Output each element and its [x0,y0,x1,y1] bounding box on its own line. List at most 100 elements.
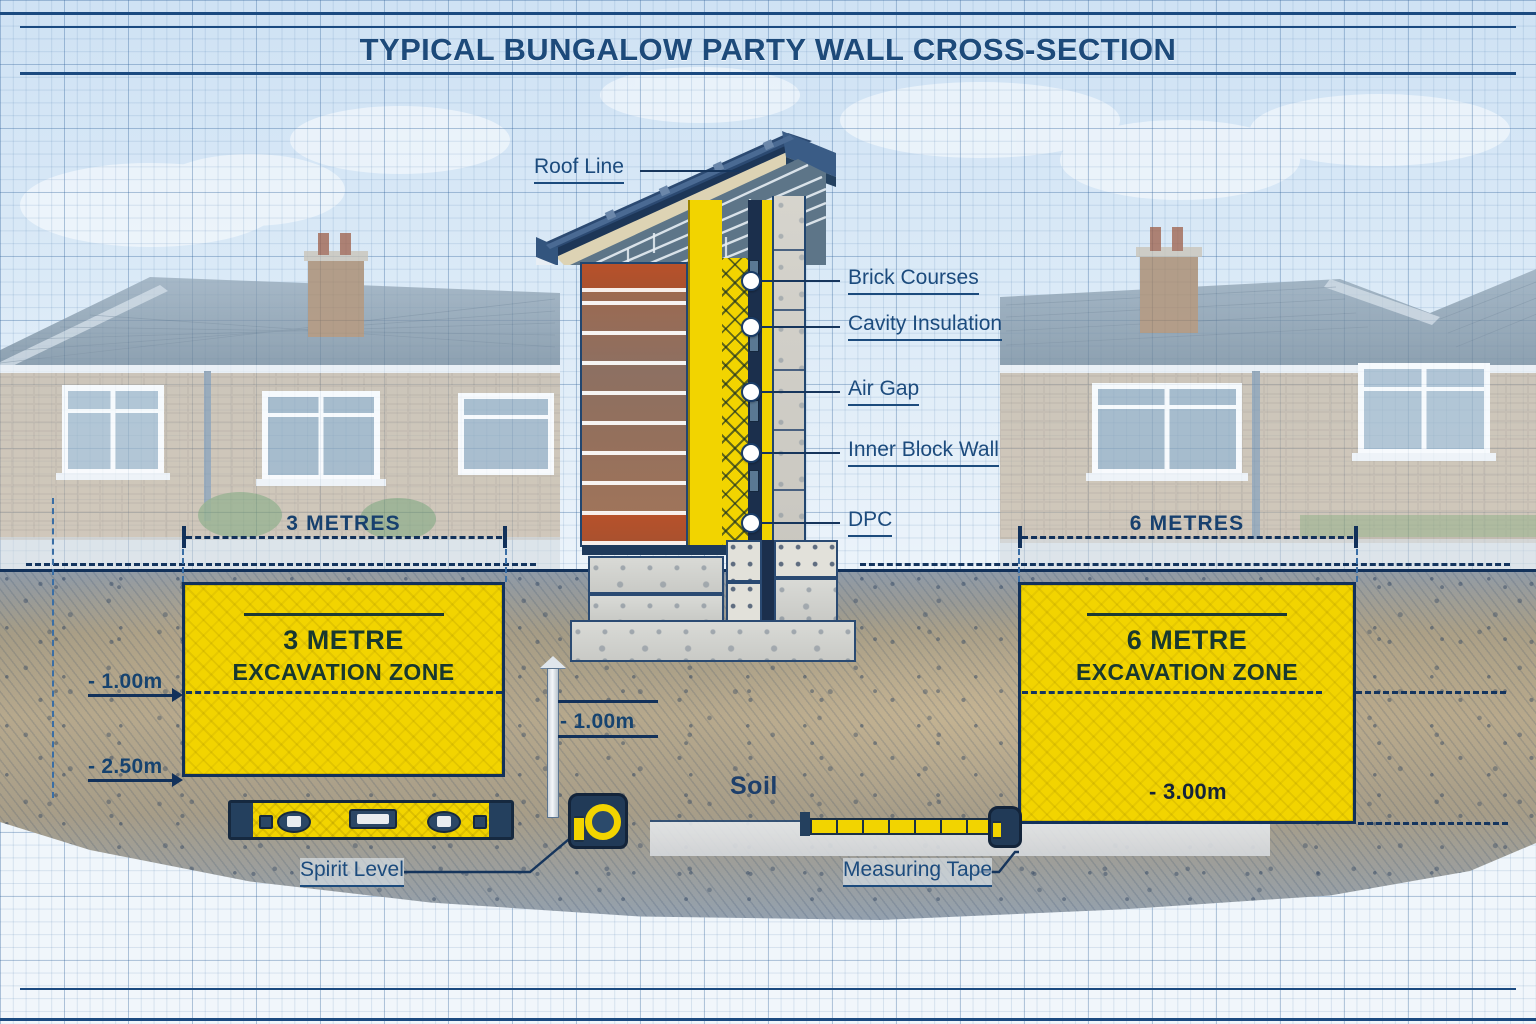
left-depth-label-1.00m: - 1.00m [88,670,163,693]
left-depth-label-2.50m: - 2.50m [88,755,163,778]
left-zone-caption: 3 METRE EXCAVATION ZONE [185,613,502,686]
spirit-level-vial-centre-glass [357,814,389,824]
callout-line-cavity-insulation [760,326,840,328]
brick-course-band-top [582,264,686,292]
measuring-tape-case[interactable] [988,806,1022,848]
callout-label-inner-block-wall: Inner Block Wall [848,438,999,467]
page-title: TYPICAL BUNGALOW PARTY WALL CROSS-SECTIO… [359,32,1177,67]
wall-tie [749,470,759,492]
right-zone-bottom-datum [1358,822,1508,825]
callout-line-brick-courses [760,280,840,282]
left-depth-arrow-1.00m [172,688,183,702]
spirit-level-label: Spirit Level [300,858,404,887]
callout-label-brick-courses: Brick Courses [848,266,979,295]
spirit-level[interactable] [228,800,514,840]
left-depth-tick-1.00m [88,694,180,697]
right-zone-title: 6 METRE [1126,625,1248,655]
measuring-tape-label: Measuring Tape [843,858,993,887]
measuring-tape-case-slot [993,821,1001,839]
centre-depth-tick [558,700,658,703]
inner-block-wall-layer [772,196,806,551]
callout-line-air-gap [760,391,840,393]
callout-dot-cavity-insulation [741,317,761,337]
border-bottom-inner [20,988,1516,990]
left-zone-subtitle: EXCAVATION ZONE [232,659,455,685]
callout-line-inner-block-wall [760,452,840,454]
concrete-footing [570,620,856,662]
right-zone-rule [1087,613,1287,616]
outer-brick-leaf [580,262,688,547]
left-dimension-bar [186,536,502,539]
right-zone-depth-split [1022,691,1322,694]
foundation-dotblock-lower [726,582,762,622]
border-bottom-outer [0,1018,1536,1021]
cavity-insulation-layer [688,200,722,547]
extension-line-far-left [52,498,54,798]
left-dimension-cap-start [182,526,186,548]
left-depth-tick-2.50m [88,779,180,782]
tape-measure-reel [585,804,621,840]
ground-datum-dashed-right [860,563,1510,566]
spirit-level-end-cap-right [489,803,511,837]
foundation-block-left-lower [588,594,724,622]
extension-line-right-b [1356,540,1358,582]
brick-course-band-bottom [582,512,686,545]
ground-datum-dashed-left [26,563,536,566]
left-depth-arrow-2.50m [172,773,183,787]
right-dimension-cap-end [1354,526,1358,548]
extension-line-left-a [182,540,184,582]
right-excavation-zone[interactable]: 6 METRE EXCAVATION ZONE - 3.00m [1018,582,1356,824]
left-dimension-cap-end [503,526,507,548]
extension-line-left-b [505,540,507,582]
callout-line-dpc [760,522,840,524]
callout-dot-air-gap [741,382,761,402]
foundation-dotblock-upper [726,540,762,582]
extension-line-right-a [1018,540,1020,582]
left-zone-title: 3 METRE [283,625,404,655]
left-zone-depth-split [186,691,502,694]
foundation-block-left-upper [588,556,724,594]
left-bungalow-photo [0,233,560,575]
survey-pole [547,668,559,818]
measuring-tape-graduations [810,820,992,833]
callout-label-roof-line: Roof Line [534,155,624,184]
left-dimension-label: 3 METRES [286,512,401,535]
soil-label: Soil [730,772,778,800]
border-title-rule [20,72,1516,75]
right-zone-depth-split-ext [1356,691,1506,694]
callout-dot-inner-block-wall [741,443,761,463]
right-dimension-label: 6 METRES [1129,512,1245,535]
foundation-gap [762,540,774,622]
measuring-tape-strip[interactable] [810,818,992,835]
border-top-inner [20,26,1516,28]
callout-label-cavity-insulation: Cavity Insulation [848,312,1003,341]
foundation-block-right-upper [774,540,838,578]
right-depth-label-3.00m: - 3.00m [1149,779,1227,804]
spirit-level-vial-left-glass [287,816,301,827]
dpc-layer [582,545,772,555]
spirit-level-grip-right [473,815,487,829]
callout-label-dpc: DPC [848,508,893,537]
inner-insulation-strip [762,200,772,547]
right-zone-subtitle: EXCAVATION ZONE [1076,659,1298,685]
callout-dot-brick-courses [741,271,761,291]
callout-line-roof-line [640,170,740,172]
measuring-tape-hook [800,812,810,836]
callout-dot-dpc [741,513,761,533]
tape-measure-case[interactable] [568,793,628,849]
right-dimension-cap-start [1018,526,1022,548]
left-excavation-zone[interactable]: 3 METRE EXCAVATION ZONE [182,582,505,777]
foundation-block-right-lower [774,578,838,622]
tape-measure-case-slot [574,816,584,842]
border-top-outer [0,12,1536,15]
centre-depth-underline [558,735,658,738]
callout-label-air-gap: Air Gap [848,377,920,406]
right-dimension-bar [1022,536,1353,539]
survey-pole-cap [540,656,566,668]
spirit-level-end-cap-left [231,803,253,837]
wall-tie [749,400,759,422]
centre-depth-label: - 1.00m [560,710,635,733]
left-zone-rule [243,613,444,616]
insulation-hatch-layer [722,258,748,547]
